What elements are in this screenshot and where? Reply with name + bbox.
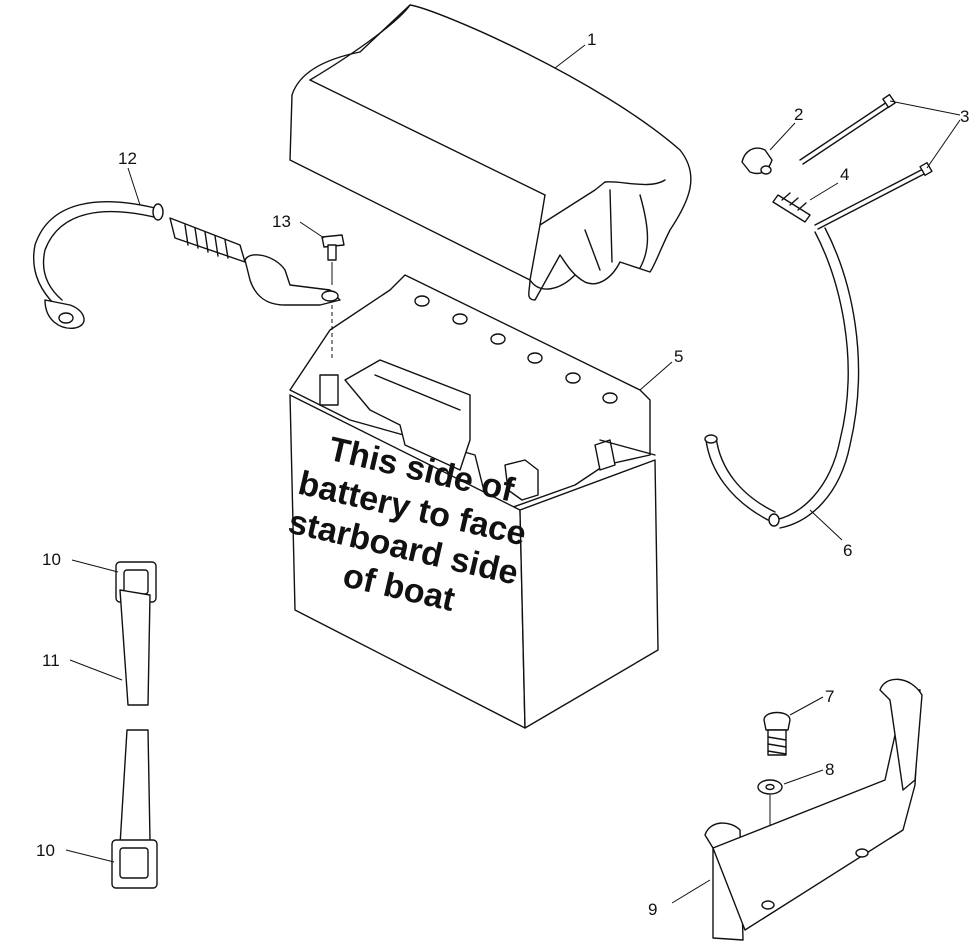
battery-strap bbox=[111, 561, 158, 889]
battery: This side of battery to face starboard s… bbox=[285, 274, 659, 729]
callout-13: 13 bbox=[272, 212, 291, 231]
callout-2: 2 bbox=[794, 105, 803, 124]
callout-6: 6 bbox=[843, 541, 852, 560]
callout-11: 11 bbox=[42, 651, 60, 670]
vent-hose bbox=[704, 227, 860, 529]
callout-3: 3 bbox=[960, 107, 969, 126]
leader-lines bbox=[65, 44, 961, 904]
battery-cable bbox=[33, 201, 341, 329]
callout-5: 5 bbox=[674, 347, 683, 366]
hold-down-bracket bbox=[704, 678, 923, 941]
callout-10-top: 10 bbox=[42, 550, 61, 569]
vent-elbow bbox=[741, 147, 773, 175]
callout-12: 12 bbox=[118, 149, 137, 168]
callout-4: 4 bbox=[840, 165, 849, 184]
callout-10-bottom: 10 bbox=[36, 841, 55, 860]
vent-screws bbox=[799, 93, 933, 230]
callout-numbers: 1 2 3 4 5 6 7 8 9 10 10 11 12 13 bbox=[36, 30, 969, 919]
callout-1: 1 bbox=[587, 30, 596, 49]
callout-9: 9 bbox=[648, 900, 657, 919]
vent-fitting bbox=[772, 192, 811, 223]
hold-down-bolt bbox=[763, 711, 791, 756]
terminal-screw bbox=[321, 234, 345, 360]
callout-7: 7 bbox=[825, 687, 834, 706]
callout-8: 8 bbox=[825, 760, 834, 779]
battery-cover bbox=[289, 4, 692, 301]
